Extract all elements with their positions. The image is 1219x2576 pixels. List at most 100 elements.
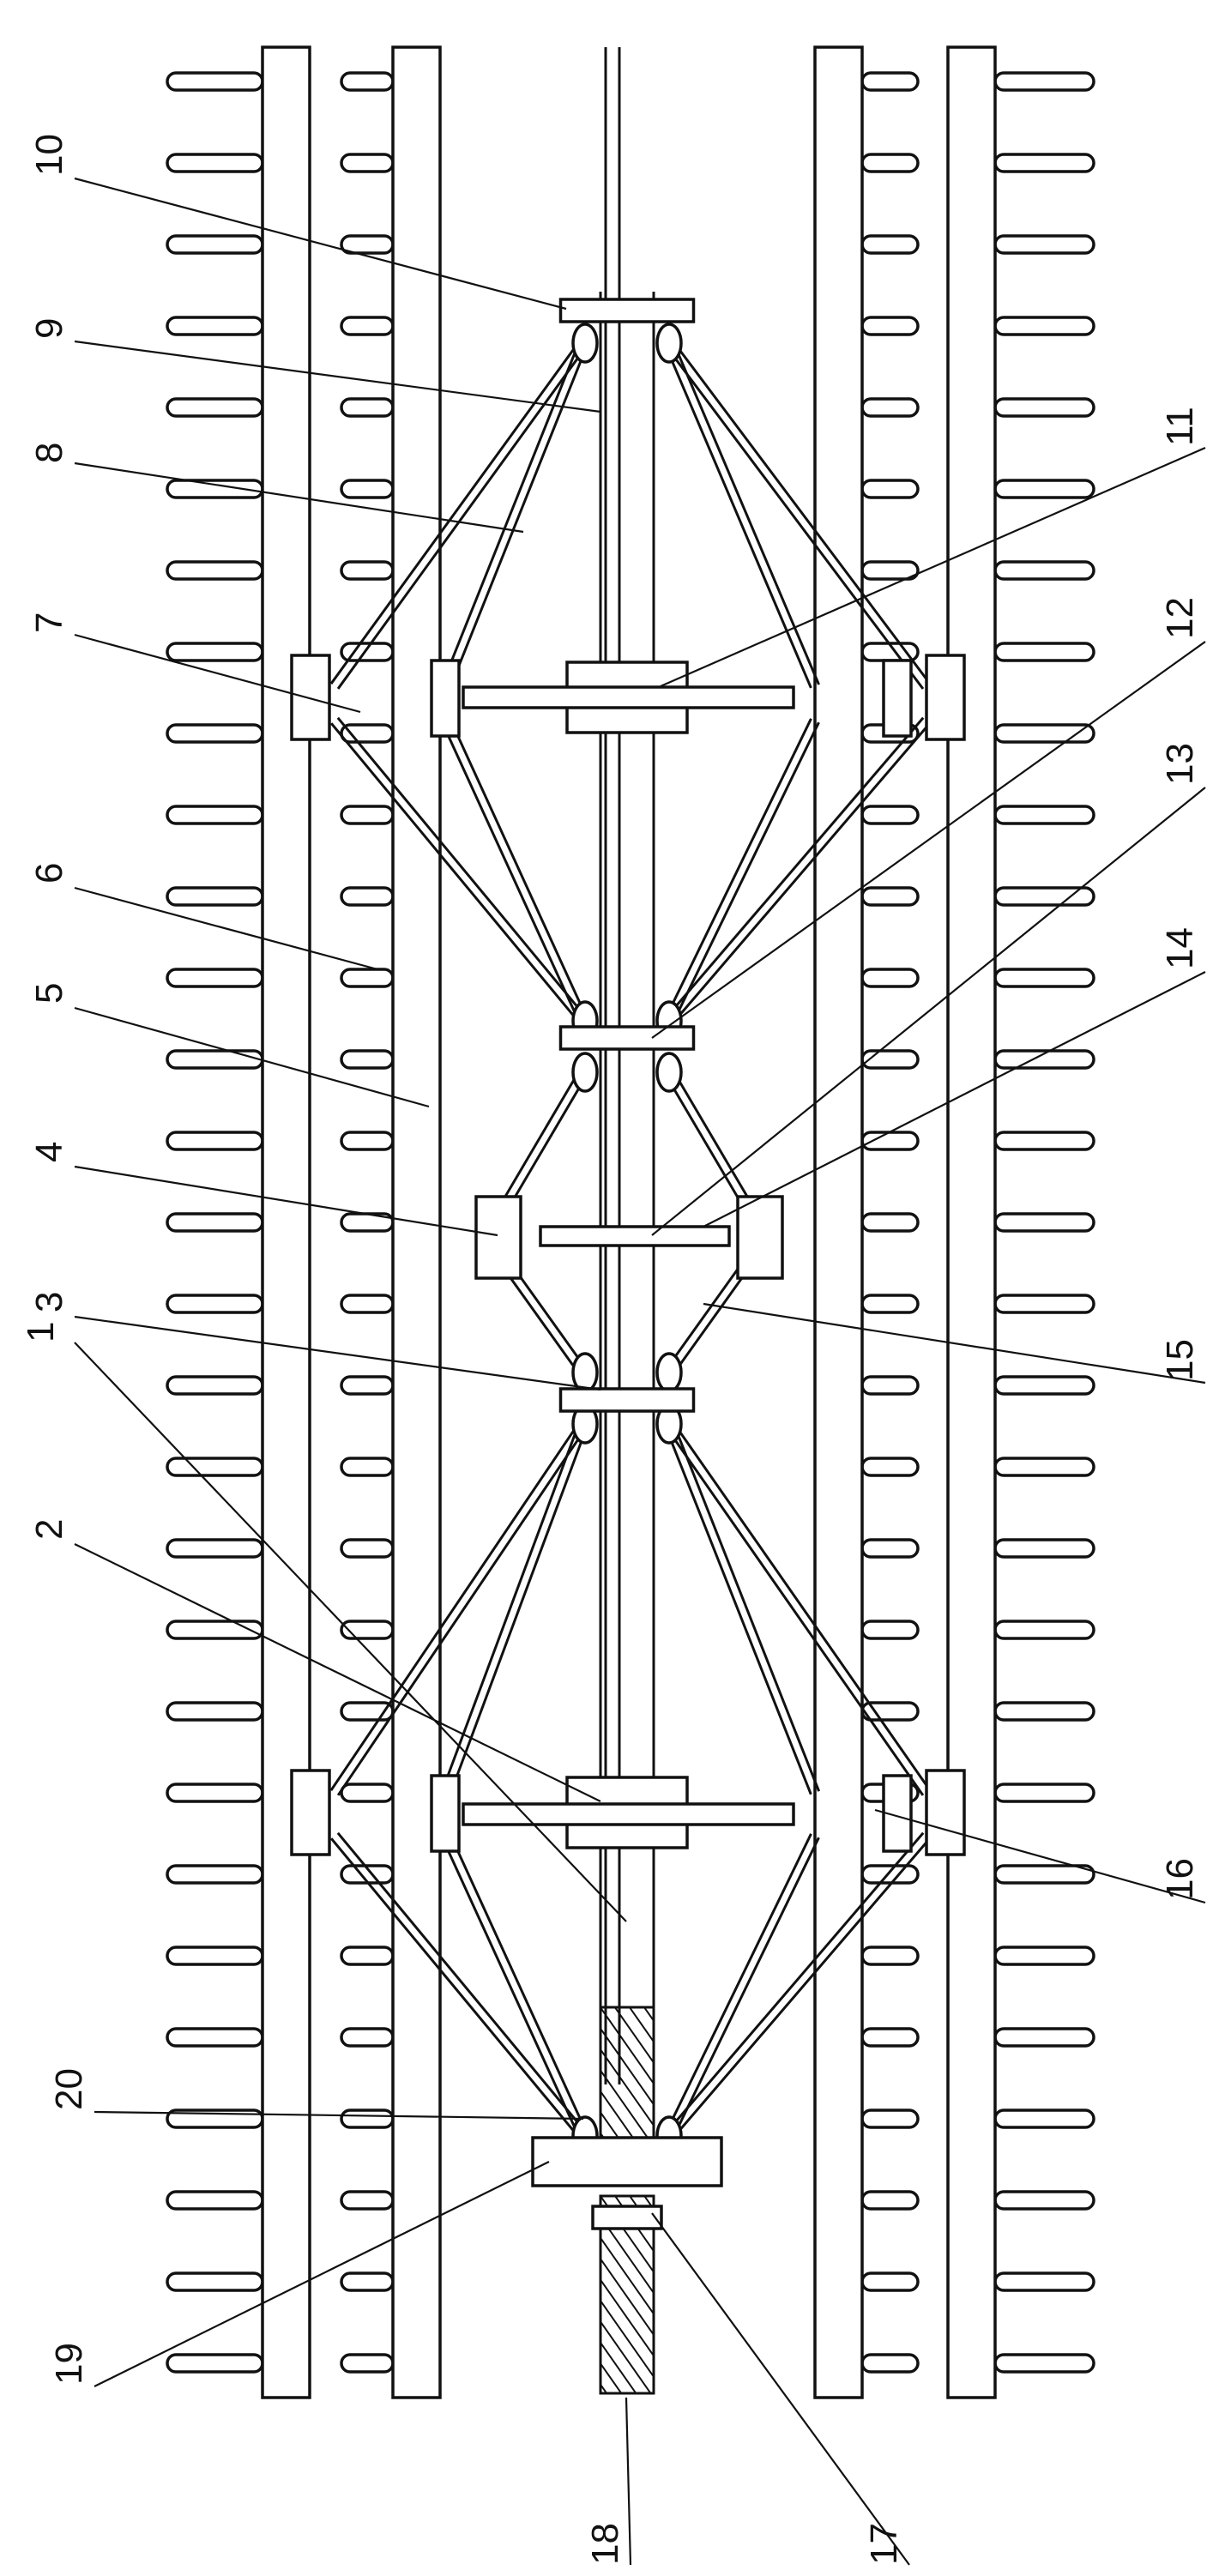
callout-13: 13 — [1159, 743, 1201, 785]
tine — [860, 805, 920, 825]
tine — [993, 642, 1095, 662]
pivot-joint — [655, 323, 683, 364]
tine — [166, 1701, 264, 1722]
strut — [672, 1069, 760, 1217]
tine — [340, 2353, 395, 2374]
strut — [336, 716, 588, 1019]
pivot-joint — [655, 1352, 683, 1393]
tine — [340, 886, 395, 907]
hub-block — [558, 298, 696, 323]
strut — [329, 722, 582, 1025]
tine — [860, 886, 920, 907]
tine — [340, 1783, 395, 1803]
leader-line — [94, 2110, 584, 2121]
strut — [449, 718, 588, 1020]
tine — [993, 560, 1095, 581]
tine — [166, 886, 264, 907]
tine — [340, 1538, 395, 1559]
pivot-joint — [571, 1052, 599, 1093]
tine — [993, 1212, 1095, 1233]
leader-line — [74, 1543, 601, 1802]
strut — [440, 341, 581, 685]
tine — [166, 1131, 264, 1151]
tine — [340, 153, 395, 173]
tine — [993, 153, 1095, 173]
right-outer-frame-bar — [946, 45, 997, 2399]
callout-3: 3 — [28, 1292, 70, 1312]
strut — [336, 1831, 588, 2134]
strut — [663, 1425, 812, 1795]
strut — [672, 341, 820, 685]
tine — [993, 1375, 1095, 1396]
tine — [993, 1783, 1095, 1803]
tine — [166, 723, 264, 744]
tine — [340, 1375, 395, 1396]
tine — [166, 1538, 264, 1559]
tine — [340, 805, 395, 825]
cross-arm-upper — [462, 685, 795, 709]
tine — [993, 1864, 1095, 1885]
tine — [993, 397, 1095, 418]
bracket-plate — [882, 659, 913, 738]
tine — [166, 1457, 264, 1477]
tine — [860, 153, 920, 173]
right-inner-frame-bar — [813, 45, 864, 2399]
tine — [860, 2353, 920, 2374]
tine — [993, 316, 1095, 336]
tine — [860, 316, 920, 336]
tine — [166, 71, 264, 92]
tine — [993, 723, 1095, 744]
callout-5: 5 — [28, 983, 70, 1004]
left-outer-tines — [166, 71, 264, 2374]
tine — [166, 2190, 264, 2211]
tine — [166, 968, 264, 988]
strut — [665, 1831, 925, 2134]
strut — [441, 1837, 581, 2139]
callout-8: 8 — [28, 443, 70, 463]
tine — [340, 1946, 395, 1966]
leader-line — [74, 340, 601, 413]
tine — [993, 968, 1095, 988]
leader-line — [74, 1006, 430, 1108]
bracket-plate — [430, 1774, 461, 1853]
central-shaft — [599, 47, 655, 2395]
strut — [672, 721, 820, 1023]
callout-7: 7 — [28, 612, 70, 633]
callout-2: 2 — [28, 1519, 70, 1540]
tine — [860, 234, 920, 255]
cross-arm-lower — [462, 1802, 795, 1826]
leader-line — [74, 462, 524, 534]
tine — [993, 1701, 1095, 1722]
tine — [166, 1864, 264, 1885]
tine — [993, 1294, 1095, 1314]
leader-lines — [74, 177, 1206, 2566]
tine — [860, 1457, 920, 1477]
strut — [336, 345, 588, 690]
tine — [340, 1131, 395, 1151]
bracket-4 — [474, 1195, 522, 1280]
side-bracket — [290, 1769, 331, 1856]
strut — [449, 1833, 588, 2135]
strut — [329, 340, 582, 685]
right-inner-tines — [860, 71, 920, 2374]
strut — [664, 1426, 925, 1796]
leader-line — [651, 2212, 910, 2566]
strut — [492, 1069, 581, 1217]
callout-labels: 1 2 3 4 5 6 7 8 9 10 11 12 13 14 15 16 1… — [20, 134, 1201, 2565]
bracket-14 — [736, 1195, 784, 1280]
callout-20: 20 — [48, 2068, 90, 2110]
strut — [665, 716, 925, 1019]
tine — [860, 1620, 920, 1640]
tine — [340, 479, 395, 499]
callout-10: 10 — [28, 134, 70, 176]
tine — [993, 2271, 1095, 2292]
tine — [993, 2108, 1095, 2129]
callout-15: 15 — [1159, 1339, 1201, 1381]
strut — [671, 340, 932, 685]
callout-4: 4 — [28, 1142, 70, 1162]
tine — [166, 316, 264, 336]
tine — [340, 2108, 395, 2129]
tine — [340, 1049, 395, 1070]
tine — [860, 1946, 920, 1966]
tine — [993, 2353, 1095, 2374]
